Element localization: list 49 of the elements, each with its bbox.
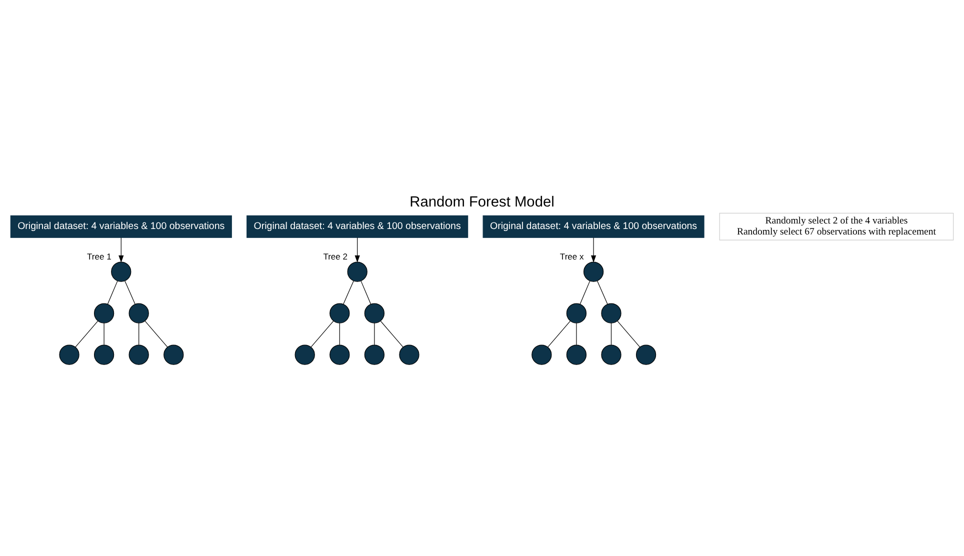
connector	[548, 320, 571, 347]
connector	[107, 280, 118, 304]
node-circle	[364, 344, 384, 364]
node-circle	[111, 261, 132, 282]
node-circle	[294, 344, 315, 364]
connector	[576, 322, 577, 345]
node-circle	[532, 344, 552, 364]
node-circle	[601, 302, 622, 323]
connector	[339, 322, 340, 345]
node-circle	[59, 344, 80, 364]
connector	[617, 320, 640, 347]
node-label: Tree 1	[86, 251, 112, 262]
connector	[310, 320, 334, 347]
node-box: Randomly select 2 of the 4 variables Randomly select 67 observations with replacement	[719, 212, 954, 240]
connector	[360, 280, 372, 304]
arrow	[118, 236, 124, 262]
node-circle	[636, 344, 656, 364]
node-box: Original dataset: 4 variables & 100 observations	[482, 214, 704, 238]
arrow	[590, 236, 596, 262]
node-circle	[601, 344, 622, 364]
node-box: Original dataset: 4 variables & 100 observations	[10, 214, 232, 238]
node-circle	[399, 344, 420, 364]
connector	[138, 322, 140, 345]
node-circle	[94, 344, 114, 364]
node-circle	[583, 261, 604, 282]
connector	[75, 320, 98, 347]
node-circle	[330, 302, 350, 323]
connector	[343, 280, 354, 304]
connector	[597, 280, 608, 304]
arrow	[354, 236, 360, 262]
node-circle	[364, 302, 384, 323]
connector	[580, 280, 590, 304]
connector	[380, 320, 404, 347]
node-label: Tree 2	[323, 251, 348, 262]
node-box: Original dataset: 4 variables & 100 observations	[246, 214, 468, 238]
node-circle	[566, 302, 587, 323]
node-circle	[128, 344, 149, 364]
diagram-title: Random Forest Model	[410, 194, 554, 210]
connector	[144, 320, 168, 347]
node-label: Tree x	[560, 251, 584, 262]
connector	[610, 322, 612, 345]
node-circle	[164, 344, 184, 364]
connector	[124, 280, 136, 304]
connector	[374, 322, 375, 345]
node-circle	[128, 302, 149, 323]
node-circle	[94, 302, 114, 323]
node-circle	[330, 344, 350, 364]
node-circle	[566, 344, 587, 364]
node-circle	[347, 261, 368, 282]
